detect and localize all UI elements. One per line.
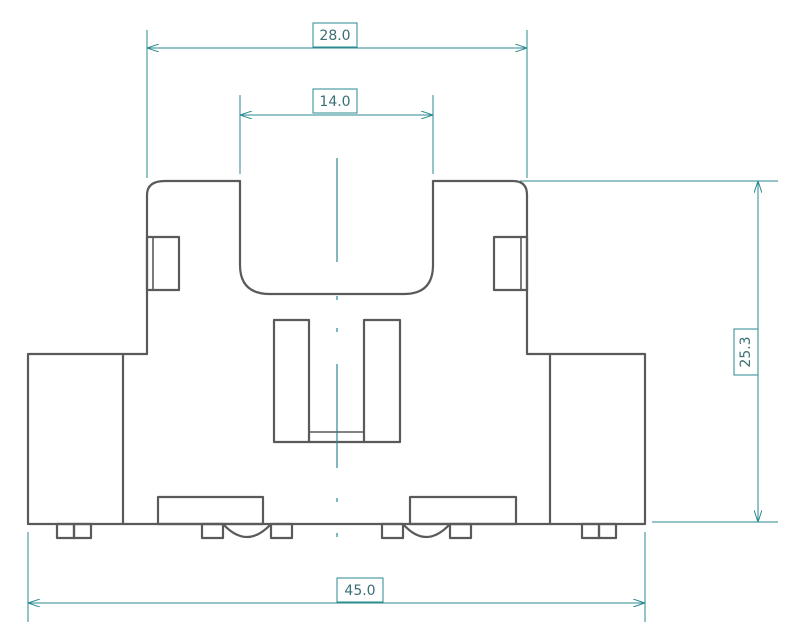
dimension-height: 25.3 bbox=[520, 180, 778, 523]
left-clip bbox=[145, 235, 181, 292]
dimension-total-width: 45.0 bbox=[27, 532, 646, 622]
body-outline bbox=[26, 179, 647, 526]
dimension-top-width: 28.0 bbox=[146, 22, 528, 178]
dimension-label-height: 25.3 bbox=[738, 336, 754, 367]
left-pad bbox=[156, 495, 265, 526]
dimension-label-top-width: 28.0 bbox=[319, 28, 350, 44]
right-clip bbox=[492, 235, 529, 292]
dimension-label-total-width: 45.0 bbox=[344, 583, 375, 599]
right-slot-post bbox=[362, 318, 402, 444]
feet bbox=[55, 522, 618, 540]
dimension-label-inner-width: 14.0 bbox=[319, 94, 350, 110]
left-slot-post bbox=[272, 318, 311, 444]
right-pad bbox=[408, 495, 518, 526]
dimension-inner-width: 14.0 bbox=[239, 88, 434, 174]
part-outline bbox=[26, 179, 647, 540]
